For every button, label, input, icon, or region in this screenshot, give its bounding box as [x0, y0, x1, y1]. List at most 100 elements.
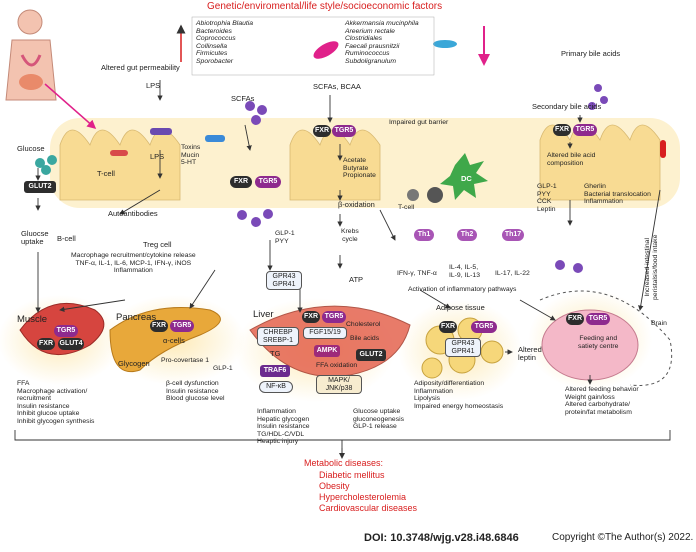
tgr5-receptor-badge: TGR5 [332, 125, 356, 137]
mapk-box: MAPK/ JNK/p38 [316, 375, 362, 395]
gpr41-label: GPR41 [272, 280, 296, 288]
gut-microbes [35, 84, 666, 273]
feeding-center-label: Feeding and satiety centre [578, 335, 619, 350]
tg-label: TG [270, 349, 281, 358]
gpr41-label: GPR41 [451, 347, 475, 355]
tgr5-receptor-badge: TGR5 [322, 311, 346, 323]
ffa-oxidation-label: FFA oxidation [316, 362, 358, 369]
fxr-receptor-badge: FXR [230, 176, 252, 188]
tgr5-receptor-badge: TGR5 [573, 124, 597, 136]
fgf-box: FGF15/19 [303, 327, 347, 339]
dendritic-cell-icon [440, 153, 488, 200]
bacteria-icon-blue [433, 40, 457, 48]
gpr43-label: GPR43 [451, 340, 475, 347]
fxr-receptor-badge: FXR [150, 320, 168, 332]
glucose-uptake-label: Gluocse uptake [21, 229, 49, 247]
decreased-bacteria-item: Akkermansia mucinphila [345, 20, 419, 27]
bacteria-icon-red [313, 41, 339, 59]
tcell2-label: T-cell [398, 204, 415, 211]
traf6-badge: TRAF6 [260, 365, 290, 377]
adipose-effects: Adiposity/differentiation Inflammation L… [414, 380, 504, 410]
adipose-gpr-box: GPR43 GPR41 [445, 338, 481, 358]
cholesterol-label: Cholesterol [346, 321, 381, 328]
th2-badge: Th2 [457, 229, 477, 241]
nfkb-box: NF-κB [259, 381, 293, 393]
brain-dashed-boundary [539, 290, 673, 386]
altered-leptin-label: Altered leptin [518, 345, 542, 363]
fxr-receptor-badge: FXR [37, 338, 55, 350]
increased-bacteria-item: Coprococcus [196, 35, 236, 43]
glucose-label: Glucose [17, 144, 45, 153]
beta-oxidation-label: β-oxidation [338, 200, 375, 209]
pancreas-glp1-label: GLP-1 [213, 365, 233, 372]
th17-output: IL-17, IL-22 [495, 270, 530, 277]
metabolic-diseases-title: Metabolic diseases: [304, 458, 384, 468]
lps-mid-label: LPS [150, 152, 165, 161]
procon-label: Pro-covertase 1 [161, 357, 209, 364]
increased-peristalsis-label: Increased intestinal peristalsis/food in… [644, 234, 659, 300]
copyright-label: Copyright ©The Author(s) 2022. [552, 532, 694, 543]
chrebp-box: CHREBP SREBP-1 [257, 327, 299, 347]
factors-title: Genetic/enviromental/life style/socioeco… [207, 1, 443, 12]
decreased-bacteria-item: Ruminococcus [345, 50, 390, 58]
gut-villi [59, 124, 661, 201]
th1-badge: Th1 [414, 229, 434, 241]
ampk-badge: AMPK [314, 345, 340, 357]
tgr5-receptor-badge: TGR5 [255, 176, 281, 188]
decreased-bacteria-item: Areerium rectale [345, 27, 395, 35]
toxins-label: Toxins Mucin 5-HT [181, 144, 201, 167]
secondary-bile-label: Secondary bile acids [532, 102, 602, 111]
metabolic-disease-item: Obesity [319, 480, 350, 491]
altered-permeability-label: Altered gut permeability [101, 63, 180, 72]
tgr5-receptor-badge: TGR5 [170, 320, 194, 332]
metabolic-disease-item: Diabetic mellitus [319, 470, 385, 480]
glut2-liver-badge: GLUT2 [356, 349, 386, 361]
dc-label: DC [461, 174, 472, 183]
fxr-receptor-badge: FXR [302, 311, 320, 323]
decreased-bacteria-item: Faecali prausnitzii [345, 42, 400, 50]
increased-bacteria-item: Firmicutes [196, 50, 228, 58]
decreased-bacteria-item: Clostridiales [345, 35, 383, 43]
altered-bile-composition-label: Altered bile acid composition [547, 152, 596, 167]
increased-bacteria-item: Abiotrophia Blautia [196, 20, 254, 27]
bacteria-box [191, 16, 435, 76]
liver-effects-right: Glucose uptake gluconeogenesis GLP-1 rel… [353, 408, 405, 431]
metabolic-disease-item: Cardiovascular diseases [319, 502, 418, 513]
glycogen-label: Glycogen [118, 359, 150, 368]
tgr5-receptor-badge: TGR5 [54, 325, 78, 337]
increased-bacteria-item: Sporobacter [196, 58, 234, 66]
adipose-title: Adipose tissue [436, 303, 485, 312]
bile-acids-label: Bile acids [350, 335, 380, 342]
fxr-receptor-badge: FXR [566, 313, 584, 325]
activation-label: Activation of inflammatory pathways [408, 286, 517, 293]
pathway-arrows [35, 80, 661, 385]
pink-arrow-intestine [44, 83, 97, 129]
muscle-title: Muscle [17, 314, 48, 325]
liver-effects-left: Inflammation Hepatic glycogen Insulin re… [257, 408, 310, 446]
increased-bacteria-item: Collinsella [196, 42, 227, 50]
alpha-cells-label: α-cells [163, 336, 185, 345]
pancreas-title: Pancreas [116, 312, 157, 323]
treg-label: Treg cell [143, 240, 172, 249]
tcell-label: T-cell [97, 169, 115, 178]
pancreas-effects: β-cell dysfunction Insulin resistance Bl… [166, 380, 225, 403]
tgr5-receptor-badge: TGR5 [586, 313, 610, 325]
th1-output: IFN-γ, TNF-α [397, 270, 437, 277]
tgr5-receptor-badge: TGR5 [471, 321, 497, 333]
scfas-bcaa-label: SCFAs, BCAA [313, 82, 361, 91]
primary-bile-label: Primary bile acids [561, 49, 621, 58]
impaired-barrier-label: Impaired gut barrier [389, 119, 449, 126]
decreased-bacteria-item: Subdoligranulum [345, 58, 397, 66]
glut2-gut-badge: GLUT2 [24, 181, 56, 193]
glut4-badge: GLUT4 [58, 338, 84, 350]
fxr-receptor-badge: FXR [313, 125, 331, 137]
liver-title: Liver [253, 309, 274, 320]
human-figure-icon [5, 9, 57, 101]
glp1-list-label: GLP-1 PYY CCK Leptin [537, 183, 557, 213]
glp1-pyy-label: GLP-1 PYY [275, 230, 295, 245]
gherlin-label: Gherlin Bacterial translocation Inflamma… [584, 183, 651, 206]
autoantibodies-label: Autoantibodies [108, 209, 158, 218]
